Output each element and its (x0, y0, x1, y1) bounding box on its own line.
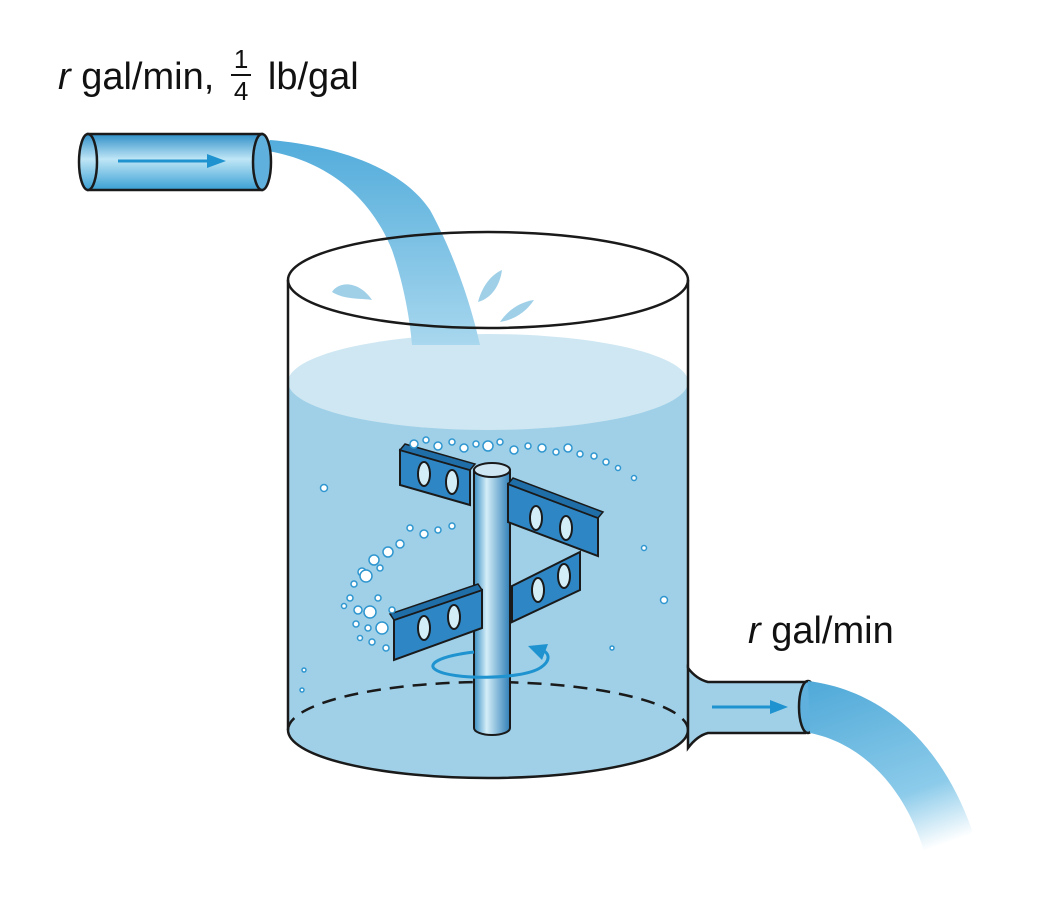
splash-right-1 (478, 270, 502, 302)
water-surface (288, 334, 688, 430)
inlet-rate-unit: gal/min, (81, 56, 215, 99)
outlet-arrow-head (770, 700, 788, 714)
outlet-rate-unit: gal/min (771, 610, 894, 652)
inlet-concentration-fraction: 1 4 (230, 44, 252, 106)
tank-rim (286, 230, 690, 330)
inlet-label: r gal/min, 1 4 lb/gal (58, 46, 359, 108)
outlet-label: r gal/min (748, 612, 894, 650)
splash-right-2 (500, 300, 534, 322)
splash-left (332, 284, 372, 300)
fraction-denominator: 4 (233, 76, 249, 106)
inlet-arrow-head (207, 154, 226, 168)
mixer-shaft (473, 469, 511, 736)
paddle-upper-left (398, 443, 477, 507)
fraction-bar (230, 74, 252, 76)
inlet-pipe-mouth (251, 132, 273, 192)
inlet-rate-variable: r (58, 56, 71, 99)
paddle-lower-left (388, 583, 484, 662)
outlet-stream (808, 681, 972, 875)
tank-bottom-front (286, 729, 690, 780)
rotation-arrow (431, 646, 550, 679)
fraction-numerator: 1 (233, 44, 249, 74)
paddle-lower-right (511, 550, 581, 624)
outlet-rate-variable: r (748, 610, 761, 652)
bubbles (299, 436, 669, 693)
inlet-pipe-back-end (77, 132, 99, 192)
rotation-arrow-head (528, 644, 548, 660)
inlet-stream (262, 140, 480, 345)
inlet-concentration-unit: lb/gal (267, 56, 359, 99)
mixer-shaft-top (473, 462, 511, 478)
paddle-upper-right (506, 477, 605, 558)
